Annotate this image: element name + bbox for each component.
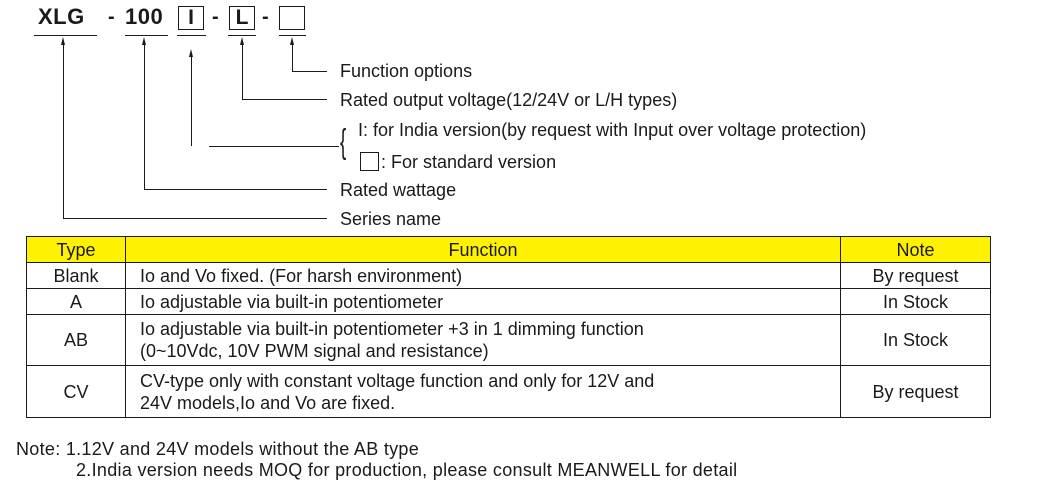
- table-row: A Io adjustable via built-in potentiomet…: [26, 288, 991, 315]
- label-series-name: Series name: [340, 209, 442, 229]
- function-text: Io adjustable via built-in potentiometer: [140, 291, 444, 312]
- function-cell: Io adjustable via built-in potentiometer: [125, 288, 841, 315]
- label-rated-wattage: Rated wattage: [340, 180, 457, 200]
- code-dash: -: [212, 6, 219, 28]
- note-cell: In Stock: [840, 314, 991, 366]
- voltage-type-box: L: [229, 6, 255, 30]
- arrow-icon: [290, 37, 294, 45]
- connector-line: [242, 99, 327, 100]
- function-options-table: Type Function Note Blank Io and Vo fixed…: [26, 236, 991, 418]
- function-underline: [279, 35, 306, 36]
- label-function-options: Function options: [340, 61, 473, 81]
- type-cell: AB: [26, 314, 126, 366]
- note-line-1: Note: 1.12V and 24V models without the A…: [16, 439, 420, 459]
- function-text: Io and Vo fixed. (For harsh environment): [140, 265, 463, 286]
- arrow-icon: [61, 37, 65, 45]
- note-cell: By request: [840, 262, 991, 289]
- function-text: Io adjustable via built-in potentiometer…: [140, 319, 644, 339]
- connector-line: [144, 189, 327, 190]
- type-cell: CV: [26, 365, 126, 418]
- connector-line: [63, 44, 64, 218]
- arrow-icon: [189, 49, 193, 57]
- table-header-row: Type Function Note: [26, 236, 991, 263]
- india-option-box: I: [178, 6, 204, 30]
- voltage-underline: [228, 35, 256, 36]
- note-cell: By request: [840, 365, 991, 418]
- type-cell: Blank: [26, 262, 126, 289]
- connector-line: [209, 146, 339, 147]
- header-note: Note: [840, 236, 991, 263]
- function-cell: Io and Vo fixed. (For harsh environment): [125, 262, 841, 289]
- wattage-underline: [125, 35, 168, 36]
- series-underline: [34, 35, 97, 36]
- function-option-box: [279, 6, 305, 30]
- wattage-code: 100: [125, 4, 164, 29]
- label-rated-output-voltage: Rated output voltage(12/24V or L/H types…: [340, 90, 678, 110]
- type-cell: A: [26, 288, 126, 315]
- india-underline: [177, 35, 206, 36]
- connector-line: [292, 71, 327, 72]
- note-line-2: 2.India version needs MOQ for production…: [76, 460, 738, 480]
- connector-line: [144, 44, 145, 189]
- connector-line: [292, 44, 293, 71]
- label-india-version: I: for India version(by request with Inp…: [358, 120, 867, 140]
- function-cell: CV-type only with constant voltage funct…: [125, 365, 841, 418]
- function-cell: Io adjustable via built-in potentiometer…: [125, 314, 841, 366]
- connector-line: [63, 218, 327, 219]
- table-row: AB Io adjustable via built-in potentiome…: [26, 314, 991, 366]
- brace-icon: {: [340, 123, 347, 161]
- standard-version-text: : For standard version: [381, 152, 557, 172]
- table-row: Blank Io and Vo fixed. (For harsh enviro…: [26, 262, 991, 289]
- header-function: Function: [125, 236, 841, 263]
- series-code: XLG: [38, 4, 85, 29]
- header-type: Type: [26, 236, 126, 263]
- function-text: 24V models,Io and Vo are fixed.: [140, 392, 396, 413]
- connector-line: [191, 56, 192, 146]
- connector-line: [242, 44, 243, 99]
- blank-box-icon: [360, 152, 379, 171]
- code-dash: -: [262, 6, 269, 28]
- label-standard-version: : For standard version: [360, 151, 556, 173]
- function-text: (0~10Vdc, 10V PWM signal and resistance): [140, 341, 489, 361]
- arrow-icon: [240, 37, 244, 45]
- note-cell: In Stock: [840, 288, 991, 315]
- arrow-icon: [142, 37, 146, 45]
- code-dash: -: [108, 6, 115, 28]
- table-row: CV CV-type only with constant voltage fu…: [26, 365, 991, 418]
- function-text: CV-type only with constant voltage funct…: [140, 370, 655, 391]
